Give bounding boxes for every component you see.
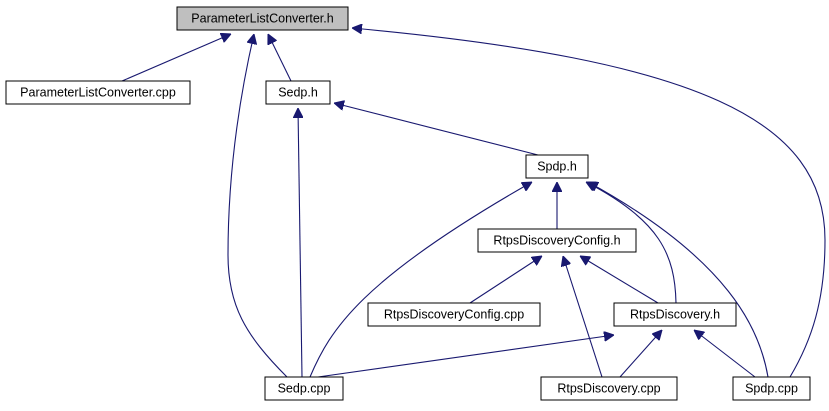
node-label: Sedp.cpp	[278, 382, 331, 396]
node-box	[176, 6, 349, 31]
edge-line	[334, 103, 539, 156]
node-spdp-cpp[interactable]: Spdp.cpp	[732, 376, 811, 401]
node-box	[264, 376, 344, 401]
edge-line	[563, 256, 603, 378]
node-parameterlistconverter-h[interactable]: ParameterListConverter.h	[176, 6, 349, 31]
edge-sedp-cpp-to-root	[227, 34, 288, 378]
node-sedp-h[interactable]: Sedp.h	[265, 80, 331, 105]
node-box	[613, 302, 737, 327]
edge-spdp-h-to-sedp-h	[334, 103, 539, 156]
node-label: Sedp.h	[278, 86, 318, 100]
edge-sedp-cpp-to-spdp-h	[309, 182, 532, 378]
edge-line	[586, 182, 677, 304]
edge-rd-h-to-spdp-h	[586, 182, 677, 304]
edge-line	[588, 182, 769, 378]
edge-line	[268, 34, 292, 82]
edge-line	[309, 182, 532, 378]
edge-line	[694, 330, 756, 378]
edge-rd-h-to-rdc-h	[580, 256, 659, 304]
edge-line	[317, 335, 614, 378]
node-box	[540, 376, 678, 401]
edge-line	[298, 108, 302, 378]
node-rtpsdiscovery-h[interactable]: RtpsDiscovery.h	[613, 302, 737, 327]
node-label: RtpsDiscoveryConfig.cpp	[384, 308, 524, 322]
node-rtpsdiscoveryconfig-h[interactable]: RtpsDiscoveryConfig.h	[477, 228, 637, 253]
dependency-edges	[121, 28, 826, 378]
edge-spdp-cpp-to-spdp-h	[588, 182, 769, 378]
edge-line	[121, 34, 231, 82]
edge-rdc-cpp-to-rdc-h	[469, 256, 542, 304]
node-label: RtpsDiscoveryConfig.h	[493, 234, 620, 248]
node-sedp-cpp[interactable]: Sedp.cpp	[264, 376, 344, 401]
edge-sedp-cpp-to-rd-h	[317, 335, 614, 378]
edge-line	[352, 28, 826, 378]
node-box	[732, 376, 811, 401]
node-label: Spdp.cpp	[745, 382, 798, 396]
edge-rd-cpp-to-rdc-h	[563, 256, 603, 378]
node-parameterlistconverter-cpp[interactable]: ParameterListConverter.cpp	[5, 80, 191, 105]
node-box	[5, 80, 191, 105]
edge-rd-cpp-to-rd-h	[619, 330, 662, 378]
node-label: ParameterListConverter.cpp	[20, 86, 176, 100]
edge-line	[580, 256, 659, 304]
edge-spdp-cpp-to-rd-h	[694, 330, 756, 378]
node-rtpsdiscovery-cpp[interactable]: RtpsDiscovery.cpp	[540, 376, 678, 401]
node-spdp-h[interactable]: Spdp.h	[525, 154, 589, 179]
node-box	[525, 154, 589, 179]
node-label: Spdp.h	[537, 160, 577, 174]
edge-line	[227, 34, 288, 378]
node-label: RtpsDiscovery.h	[630, 308, 720, 322]
node-label: ParameterListConverter.h	[191, 12, 333, 26]
edge-line	[619, 330, 662, 378]
node-label: RtpsDiscovery.cpp	[557, 382, 660, 396]
edge-sedp-h-to-root	[268, 34, 292, 82]
node-box	[367, 302, 541, 327]
node-box	[265, 80, 331, 105]
edge-spdp-cpp-to-root	[352, 28, 826, 378]
node-box	[477, 228, 637, 253]
edge-line	[469, 256, 542, 304]
edge-plc-cpp-to-root	[121, 34, 231, 82]
edge-sedp-cpp-to-sedp-h	[298, 108, 302, 378]
node-rtpsdiscoveryconfig-cpp[interactable]: RtpsDiscoveryConfig.cpp	[367, 302, 541, 327]
